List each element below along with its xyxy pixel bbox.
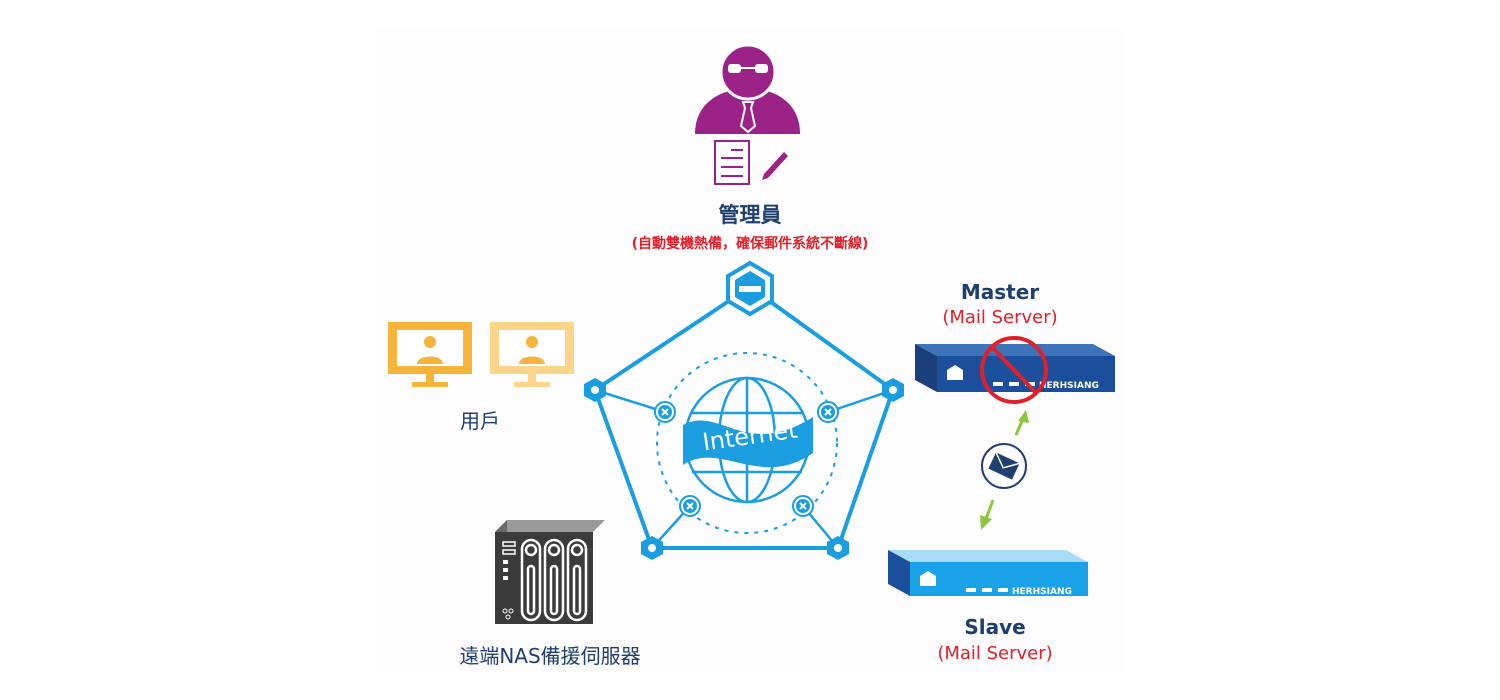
sync-arrows: [980, 410, 1029, 530]
internet-network: [584, 260, 904, 560]
master-server-icon: HERHSIANG: [915, 344, 1115, 392]
admin-title: 管理員: [718, 203, 782, 227]
admin-subtitle: (自動雙機熱備，確保郵件系統不斷線): [631, 236, 869, 252]
slave-brand: HERHSIANG: [1012, 587, 1072, 597]
master-subtitle: (Mail Server): [942, 307, 1058, 328]
nas-title: 遠端NAS備援伺服器: [459, 644, 641, 668]
admin-person-icon: [695, 43, 800, 134]
master-brand: HERHSIANG: [1039, 381, 1099, 391]
prohibited-icon: [980, 336, 1048, 404]
dashed-orbit: [656, 352, 838, 534]
users-title: 用戶: [460, 409, 500, 433]
hexagon-minus-icon: [726, 260, 774, 317]
monitor-user-icon: [388, 322, 472, 387]
slave-title: Slave: [964, 615, 1026, 639]
master-title: Master: [960, 280, 1040, 304]
slave-subtitle: (Mail Server): [937, 643, 1053, 664]
slave-server-icon: HERHSIANG: [888, 550, 1088, 597]
envelope-icon: [981, 443, 1027, 489]
nas-server-icon: [495, 520, 605, 624]
document-pencil-icon: [714, 140, 788, 185]
monitor-user-icon: [490, 322, 574, 387]
internet-banner: [683, 417, 813, 468]
